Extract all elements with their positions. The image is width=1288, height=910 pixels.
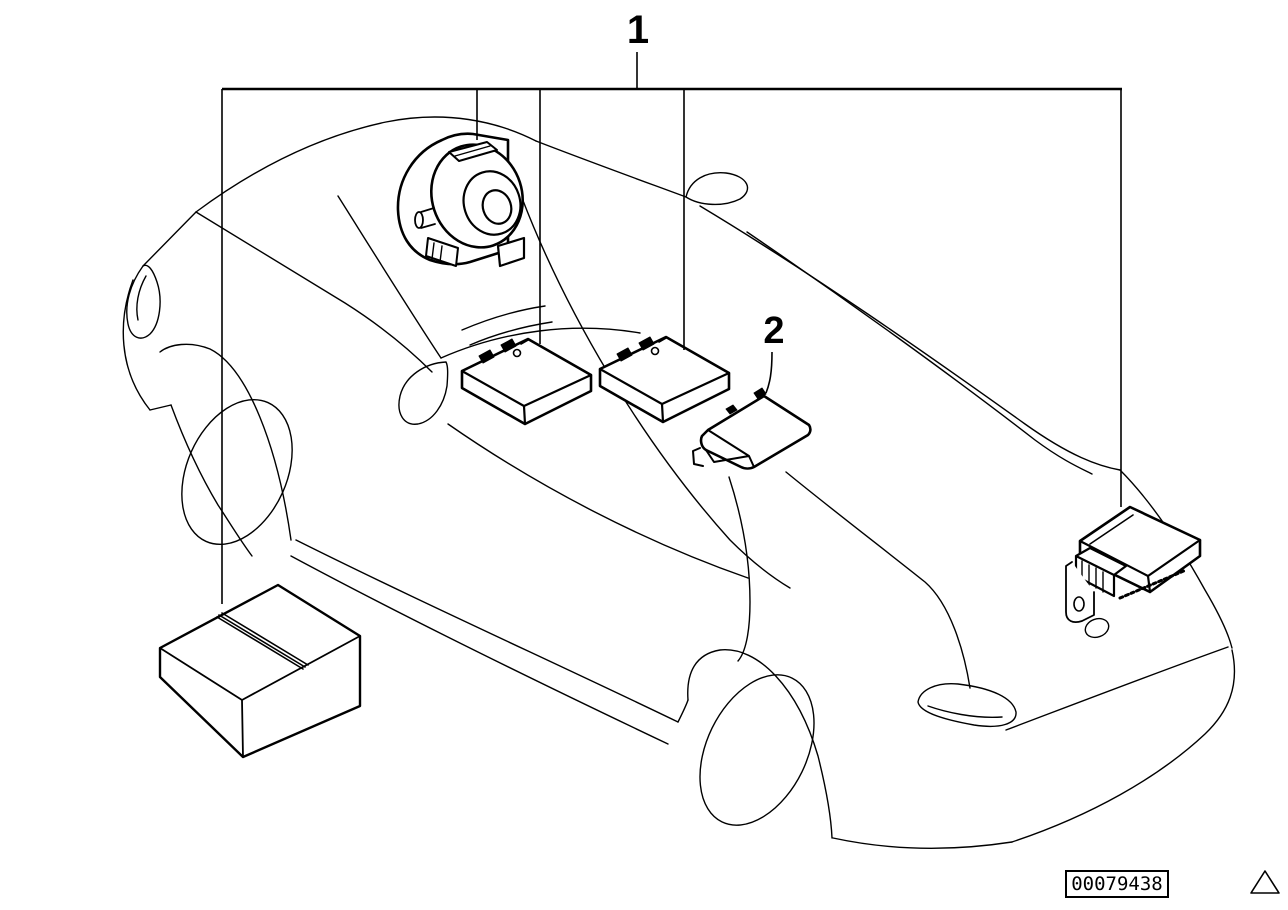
trunk-unit-bracket (1065, 561, 1095, 624)
kit-box-tape (216, 612, 309, 670)
callout-2-label: 2 (763, 310, 785, 352)
trunk-unit-connector-pins (1081, 560, 1104, 593)
kit-box-body (158, 583, 362, 759)
sensor-nub-mid (725, 404, 738, 415)
car-rocker-rear (677, 699, 689, 723)
car-rear-window-edge (746, 231, 1093, 475)
siren-horn-rim (462, 170, 522, 236)
siren-horn-opening (481, 189, 513, 225)
callout-lines (221, 52, 1122, 604)
car-taillight (917, 683, 1017, 728)
module-b-top-edges (598, 367, 731, 424)
sensor-front-edges (705, 429, 755, 468)
car-front-lower-edge (170, 404, 253, 557)
car-sill-line-1 (295, 539, 679, 723)
module-b-hook (658, 337, 667, 343)
tilt-movement-sensor (692, 387, 812, 470)
car-a-pillar-left (337, 195, 442, 359)
image-number-box: 00079438 (1065, 870, 1169, 898)
car-taillight-inner (927, 705, 1003, 719)
module-a-body (460, 337, 593, 426)
car-rear-wheel-arch (687, 649, 833, 839)
module-a-clip-2 (500, 338, 517, 353)
module-b-body (598, 335, 731, 424)
car-wiper-line-2 (469, 321, 553, 346)
module-a-grommet (512, 348, 522, 358)
siren-horn-body (429, 143, 525, 249)
sensor-body (699, 394, 812, 470)
sensor-foot (692, 447, 704, 467)
siren-top-clip-line (454, 145, 491, 157)
car-rear-door-cut (728, 476, 751, 662)
car-outline (122, 116, 1236, 849)
relay-module-b (598, 335, 731, 424)
trunk-unit-fins (1118, 568, 1188, 600)
car-bumper-top-line (1005, 646, 1229, 731)
car-door-beltline (447, 423, 749, 579)
car-windshield-sweep (521, 197, 791, 589)
kit-box-edges (159, 635, 361, 758)
module-b-clip-1 (616, 347, 633, 362)
car-rear-bumper (1011, 649, 1236, 843)
car-a-pillar-right (535, 140, 687, 198)
trunk-unit-lid-line (1089, 514, 1134, 545)
car-roofline (195, 116, 537, 213)
car-wiper-line-1 (461, 305, 546, 331)
module-a-clip-1 (478, 349, 495, 364)
warning-triangle-icon (1250, 870, 1280, 894)
siren-connector-pins (431, 242, 443, 263)
siren-foot (496, 236, 526, 268)
image-number-text: 00079438 (1071, 873, 1163, 895)
callout-1-label: 1 (626, 8, 650, 52)
trunk-unit-bracket-hole (1073, 596, 1085, 612)
car-front-wheel (181, 398, 293, 546)
trunk-control-unit (1065, 505, 1202, 624)
car-rear-quarter (1119, 469, 1233, 649)
trunk-unit-top-edges (1078, 538, 1202, 594)
car-mirror-left (398, 361, 449, 425)
car-headlight (126, 264, 161, 339)
module-a-hook (520, 339, 529, 345)
car-rear-wheel (699, 674, 815, 826)
module-a-top-edges (460, 369, 593, 426)
car-mirror-right (685, 172, 749, 206)
siren-stud-cap (414, 211, 424, 229)
car-fender-crease (195, 211, 433, 373)
car-headlight-inner (136, 275, 147, 321)
car-trunk-roundel (1084, 617, 1110, 639)
callout-2-leader (765, 351, 773, 394)
sensor-nub-top (753, 387, 767, 400)
installation-kit-box (158, 583, 362, 759)
module-b-clip-2 (638, 336, 655, 351)
alarm-siren (396, 132, 526, 268)
relay-module-a (460, 337, 593, 426)
car-front-wheel-arch (159, 343, 292, 541)
car-shoulder-line (699, 205, 1121, 471)
car-hood-edge (142, 211, 197, 267)
car-front-bumper (122, 279, 151, 411)
car-rear-lower-edge (832, 837, 1013, 849)
siren-stud (420, 207, 436, 229)
car-sill-line-2 (290, 555, 669, 745)
module-b-grommet (650, 346, 660, 356)
car-bumper-step (149, 404, 172, 411)
car-rear-door-window (785, 471, 971, 689)
